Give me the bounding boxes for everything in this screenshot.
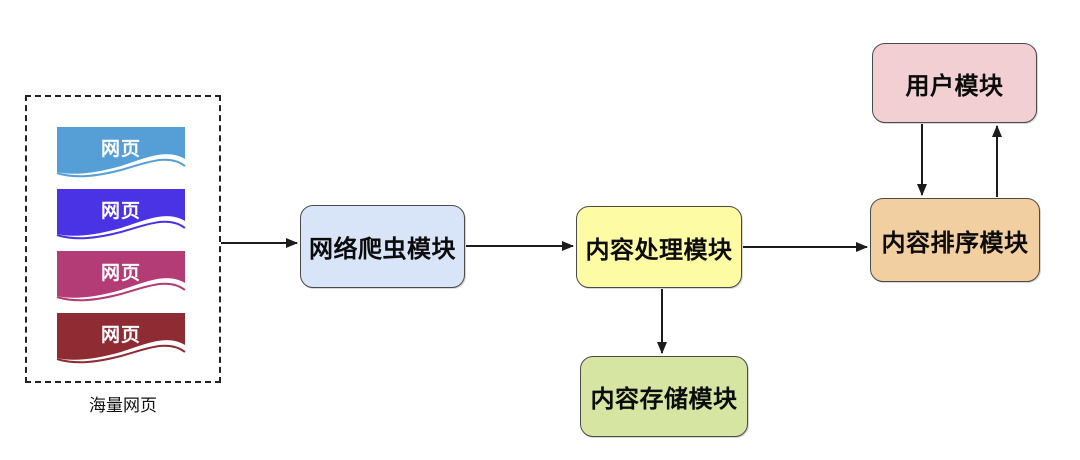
webpage-label: 网页	[100, 139, 141, 160]
module-label: 用户模块	[905, 72, 1004, 100]
module-label: 网络爬虫模块	[309, 236, 456, 263]
webpage-label: 网页	[100, 263, 141, 284]
source-pages-group: 网页 网页 网页 网页	[25, 95, 221, 383]
webpage-shape-underline	[56, 282, 186, 302]
webpage-shape-underline	[56, 158, 186, 178]
module-label: 内容排序模块	[881, 229, 1029, 257]
module-user: 用户模块	[872, 43, 1037, 123]
webpage-shape-fill	[57, 127, 185, 174]
module-content-ranking: 内容排序模块	[870, 198, 1040, 282]
module-content-storage: 内容存储模块	[580, 356, 748, 437]
webpage-shape-fill	[57, 189, 185, 236]
webpage-label: 网页	[100, 201, 141, 222]
module-label: 内容存储模块	[590, 386, 738, 413]
module-label: 内容处理模块	[585, 236, 733, 264]
webpage-shape: 网页	[56, 312, 186, 364]
webpage-shape-fill	[57, 313, 185, 360]
webpage-label: 网页	[100, 325, 141, 346]
webpage-shape: 网页	[56, 250, 186, 302]
module-web-crawler: 网络爬虫模块	[300, 205, 465, 288]
source-group-caption: 海量网页	[89, 396, 157, 415]
webpage-shape-fill	[57, 251, 185, 298]
module-content-processing: 内容处理模块	[576, 206, 742, 288]
webpage-shape-underline	[56, 220, 186, 240]
webpage-shape-underline	[56, 344, 186, 364]
webpage-shape: 网页	[56, 126, 186, 178]
webpage-shape: 网页	[56, 188, 186, 240]
